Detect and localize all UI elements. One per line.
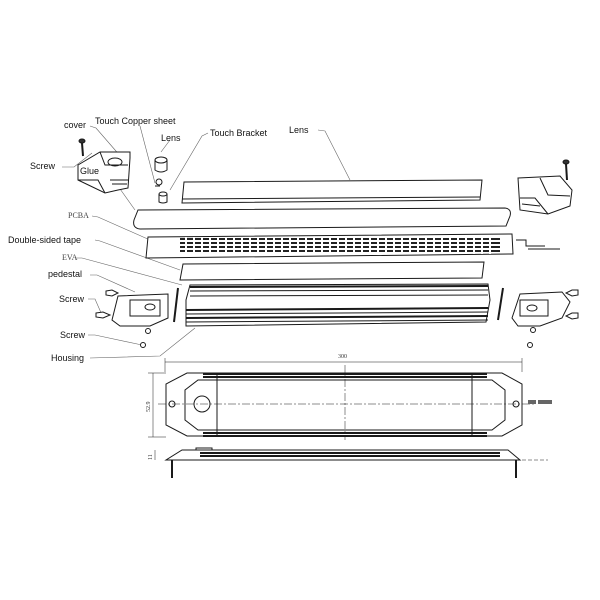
pedestal-right (511, 291, 571, 327)
lens-large (181, 179, 483, 204)
label-screw-mid: Screw (59, 294, 85, 304)
dimension-width: 52.9 (146, 401, 152, 413)
dimension-height: 11 (148, 454, 154, 460)
label-housing: Housing (51, 353, 85, 363)
glue-plate (133, 207, 511, 230)
side-view (154, 447, 548, 478)
label-lens-small: Lens (161, 133, 181, 143)
label-touch-bracket: Touch Bracket (210, 128, 268, 138)
label-screw-bottom: Screw (60, 330, 86, 340)
pcba-board (145, 233, 560, 259)
top-view (148, 358, 552, 440)
label-pedestal: pedestal (48, 269, 83, 279)
eva-left (173, 287, 179, 323)
cover-left (77, 151, 131, 194)
housing-extrusion (185, 283, 491, 327)
label-screw-top: Screw (30, 161, 56, 171)
screws (95, 289, 579, 348)
pedestal-left (111, 293, 169, 327)
dimension-length: 300 (338, 354, 347, 360)
label-pcba: PCBA (68, 211, 89, 220)
label-eva: EVA (62, 253, 78, 262)
label-lens-large: Lens (289, 125, 309, 135)
eva-right (497, 287, 504, 321)
leader-lines (62, 125, 351, 359)
label-cover: cover (64, 120, 87, 130)
label-double-sided-tape: Double-sided tape (8, 235, 82, 245)
screw-top-left (78, 138, 86, 157)
screw-top-right (562, 159, 570, 181)
double-sided-tape (179, 261, 485, 281)
label-glue: Glue (80, 166, 100, 176)
label-touch-copper-sheet: Touch Copper sheet (95, 116, 176, 126)
cover-right (517, 175, 573, 215)
